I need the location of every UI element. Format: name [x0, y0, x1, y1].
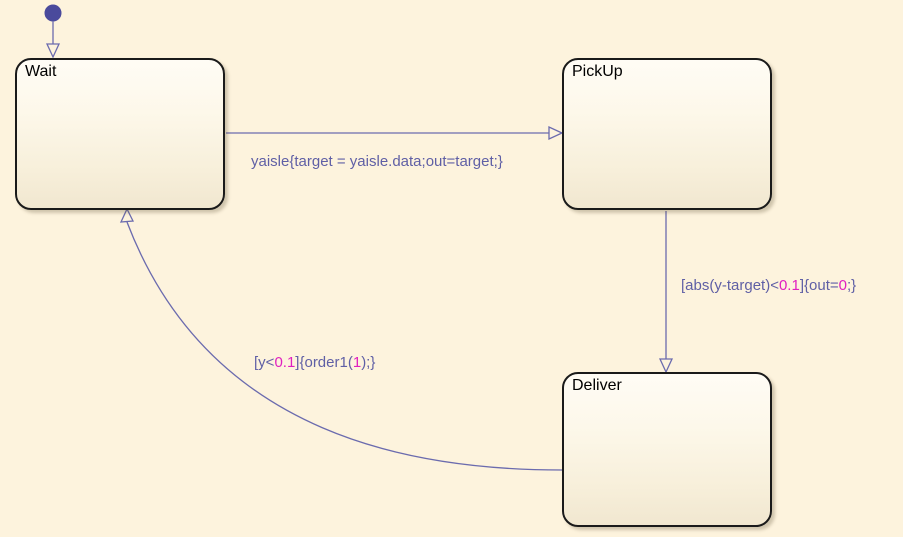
- state-wait[interactable]: Wait: [15, 58, 225, 210]
- default-transition-arrowhead-icon: [45, 43, 61, 59]
- label-text: [abs(y-target)<: [681, 277, 779, 294]
- state-pickup-label: PickUp: [572, 63, 623, 80]
- transition-pickup-to-deliver[interactable]: [658, 211, 674, 374]
- default-transition-circle-icon: [44, 4, 62, 22]
- state-wait-label: Wait: [25, 63, 57, 80]
- label-text: [y<: [254, 354, 275, 371]
- transition-label-pickup-to-deliver[interactable]: [abs(y-target)<0.1]{out=0;}: [681, 277, 856, 295]
- state-deliver-label: Deliver: [572, 377, 622, 394]
- transition-arrowhead-icon: [119, 207, 135, 223]
- state-pickup[interactable]: PickUp: [562, 58, 772, 210]
- state-deliver[interactable]: Deliver: [562, 372, 772, 527]
- transition-wait-to-pickup[interactable]: [226, 125, 564, 141]
- numeric-literal: 0.1: [778, 277, 800, 294]
- numeric-literal: 0: [838, 277, 847, 294]
- label-text: yaisle{target = yaisle.data;out=target;}: [251, 153, 503, 170]
- label-text: );}: [361, 354, 376, 371]
- label-text: ]{order1(: [295, 354, 353, 371]
- numeric-literal: 1: [352, 354, 362, 371]
- transition-deliver-to-wait[interactable]: [119, 207, 563, 471]
- label-text: ]{out=: [799, 277, 839, 294]
- transition-arrowhead-icon: [548, 125, 564, 141]
- transition-label-wait-to-pickup[interactable]: yaisle{target = yaisle.data;out=target;}: [251, 153, 503, 171]
- transition-label-deliver-to-wait[interactable]: [y<0.1]{order1(1);}: [254, 354, 375, 372]
- transition-arrowhead-icon: [658, 358, 674, 374]
- numeric-literal: 0.1: [274, 354, 296, 371]
- default-transition-marker[interactable]: [44, 4, 62, 59]
- label-text: ;}: [846, 277, 857, 294]
- transition-curve: [126, 221, 563, 471]
